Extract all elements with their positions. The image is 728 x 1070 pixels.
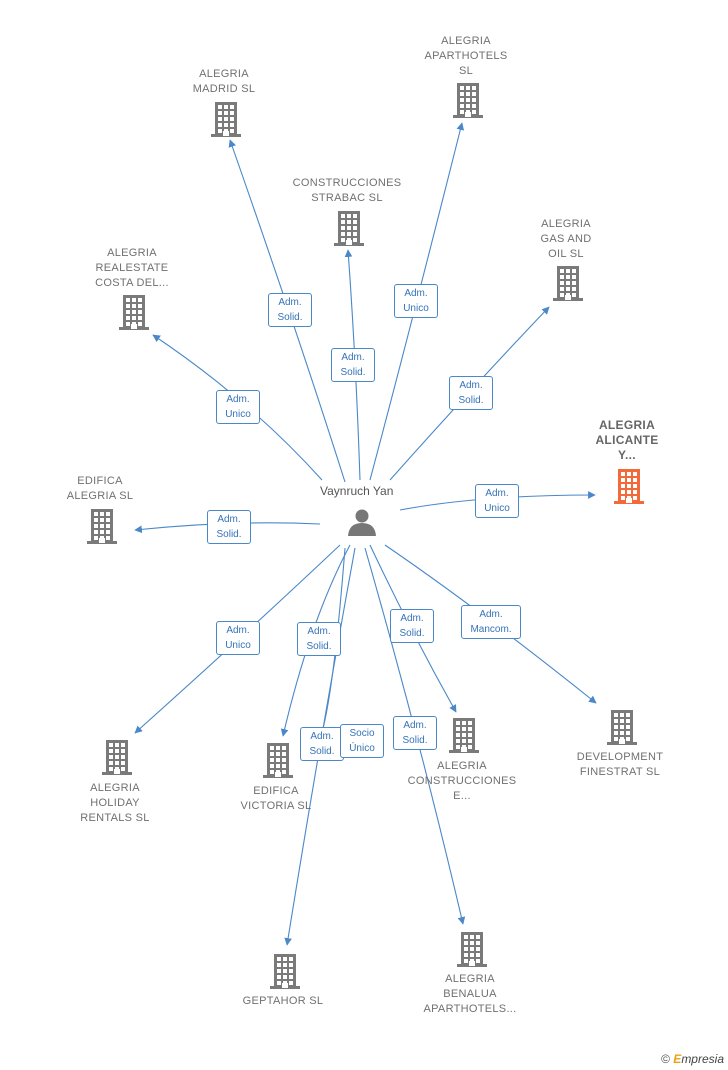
- role-label-alegria-aparthotels: Adm. Unico: [394, 284, 438, 318]
- empresia-logo[interactable]: Empresia: [673, 1052, 724, 1066]
- role-label-alegria-construcciones: Adm. Solid.: [390, 609, 434, 643]
- building-icon[interactable]: [449, 718, 479, 753]
- company-label-alegria-madrid[interactable]: ALEGRIA MADRID SL: [192, 68, 256, 95]
- role-label-geptahor: Adm. Solid.: [300, 727, 344, 761]
- role-label-alegria-holiday: Adm. Unico: [216, 621, 260, 655]
- building-icon[interactable]: [211, 102, 241, 137]
- building-icon[interactable]: [102, 740, 132, 775]
- company-label-alegria-benalua[interactable]: ALEGRIA BENALUA APARTHOTELS...: [423, 973, 517, 1015]
- company-label-development-finestrat[interactable]: DEVELOPMENT FINESTRAT SL: [576, 751, 664, 778]
- company-label-alegria-gas-oil[interactable]: ALEGRIA GAS AND OIL SL: [540, 218, 592, 260]
- building-icon[interactable]: [263, 743, 293, 778]
- copyright-symbol: ©: [661, 1052, 670, 1066]
- footer-credit: © Empresia: [661, 1052, 724, 1066]
- person-name[interactable]: Vaynruch Yan: [320, 484, 394, 498]
- building-icon[interactable]: [270, 954, 300, 989]
- company-label-alegria-realestate[interactable]: ALEGRIA REALESTATE COSTA DEL...: [95, 247, 169, 289]
- company-label-edifica-alegria[interactable]: EDIFICA ALEGRIA SL: [66, 475, 134, 502]
- company-label-edifica-victoria[interactable]: EDIFICA VICTORIA SL: [240, 785, 312, 812]
- role-label-alegria-realestate: Adm. Unico: [216, 390, 260, 424]
- company-label-alegria-construcciones[interactable]: ALEGRIA CONSTRUCCIONES E...: [407, 760, 517, 802]
- building-icon[interactable]: [334, 211, 364, 246]
- role-label-development-finestrat: Adm. Mancom.: [461, 605, 521, 639]
- company-label-alegria-aparthotels[interactable]: ALEGRIA APARTHOTELS SL: [424, 35, 508, 77]
- company-label-alegria-alicante[interactable]: ALEGRIA ALICANTE Y...: [595, 418, 659, 462]
- role-label-construcciones-strabac: Adm. Solid.: [331, 348, 375, 382]
- role-label-alegria-alicante: Adm. Unico: [475, 484, 519, 518]
- building-icon[interactable]: [457, 932, 487, 967]
- role-label-alegria-gas-oil: Adm. Solid.: [449, 376, 493, 410]
- building-icon[interactable]: [553, 266, 583, 301]
- building-icon[interactable]: [614, 469, 644, 504]
- role-label-alegria-madrid: Adm. Solid.: [268, 293, 312, 327]
- company-label-alegria-holiday[interactable]: ALEGRIA HOLIDAY RENTALS SL: [80, 782, 150, 824]
- building-icon[interactable]: [87, 509, 117, 544]
- role-label-edifica-victoria: Adm. Solid.: [297, 622, 341, 656]
- building-icon[interactable]: [607, 710, 637, 745]
- person-icon[interactable]: [348, 509, 376, 537]
- company-label-construcciones-strabac[interactable]: CONSTRUCCIONES STRABAC SL: [292, 177, 402, 204]
- company-label-geptahor[interactable]: GEPTAHOR SL: [242, 995, 324, 1007]
- building-icon[interactable]: [119, 295, 149, 330]
- role-label-alegria-benalua: Adm. Solid.: [393, 716, 437, 750]
- building-icon[interactable]: [453, 83, 483, 118]
- role-label-edifica-alegria: Adm. Solid.: [207, 510, 251, 544]
- role-label-edifica-victoria: Socio Único: [340, 724, 384, 758]
